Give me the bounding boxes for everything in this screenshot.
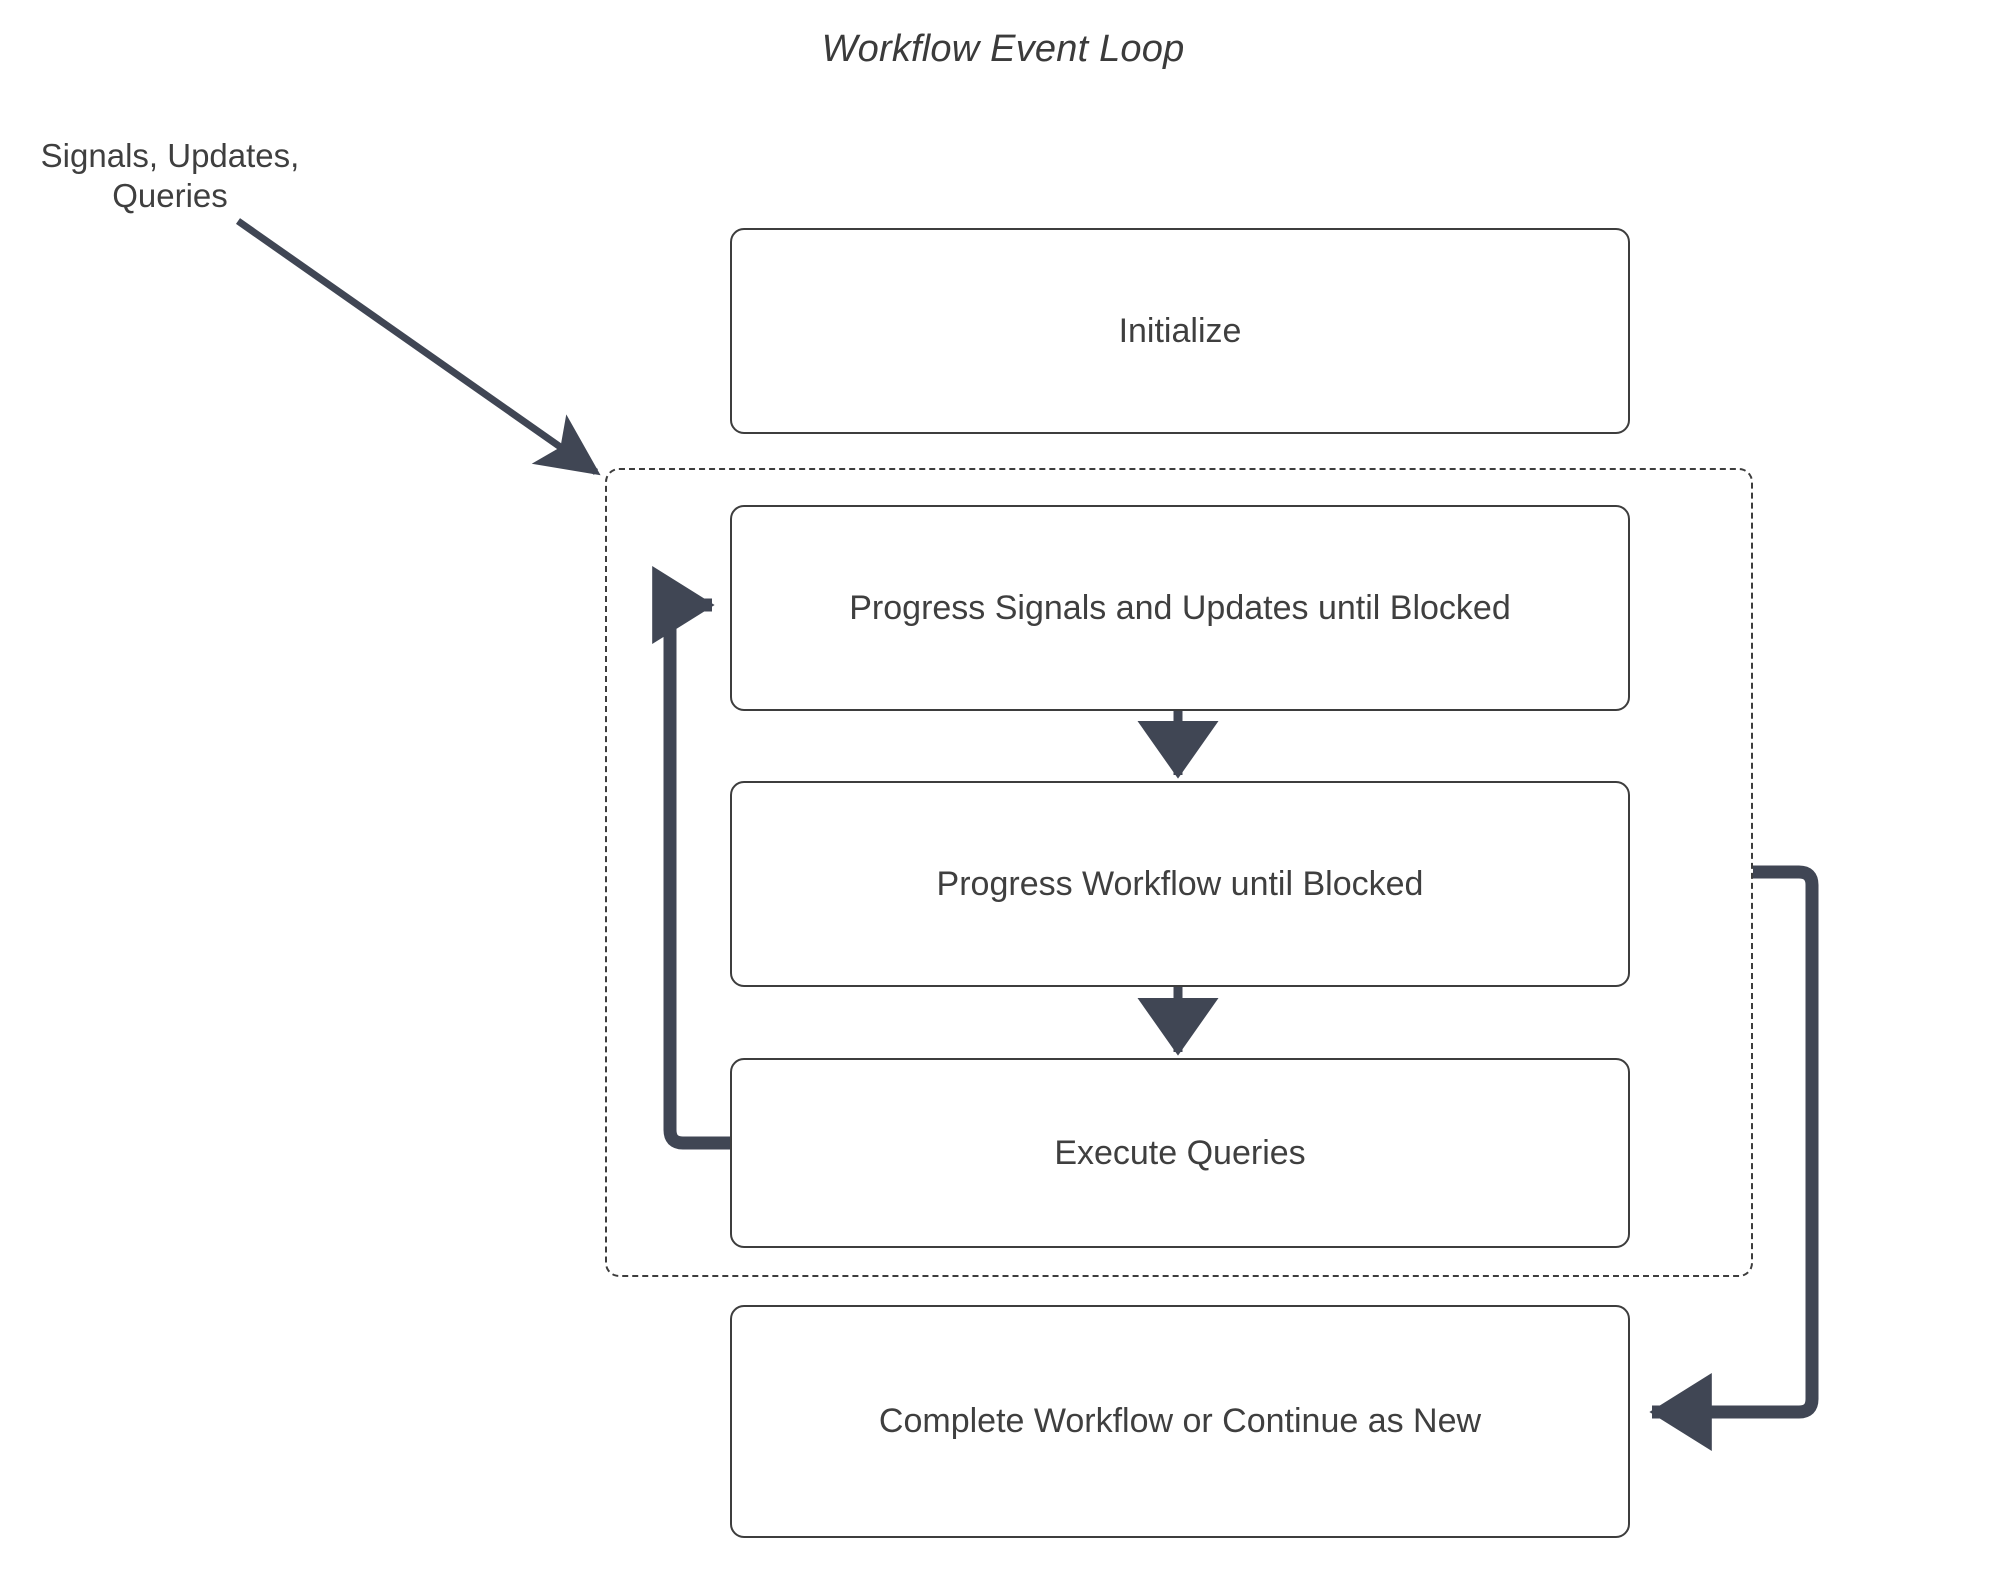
edge-exec-queries-to-progress-su xyxy=(652,566,730,1150)
node-initialize-label: Initialize xyxy=(1118,311,1242,350)
node-progress-workflow[interactable]: Progress Workflow until Blocked xyxy=(730,781,1630,987)
edge-signals-to-loop xyxy=(235,218,601,476)
edge-loop-to-complete xyxy=(1649,865,1819,1451)
node-complete-workflow[interactable]: Complete Workflow or Continue as New xyxy=(730,1305,1630,1538)
node-progress-signals-updates-label: Progress Signals and Updates until Block… xyxy=(849,588,1511,627)
node-execute-queries[interactable]: Execute Queries xyxy=(730,1058,1630,1248)
node-progress-signals-updates[interactable]: Progress Signals and Updates until Block… xyxy=(730,505,1630,711)
node-progress-workflow-label: Progress Workflow until Blocked xyxy=(936,864,1424,903)
external-input-label: Signals, Updates, Queries xyxy=(10,136,330,217)
event-loop-group xyxy=(605,468,1753,1277)
node-complete-workflow-label: Complete Workflow or Continue as New xyxy=(878,1402,1482,1441)
node-execute-queries-label: Execute Queries xyxy=(1054,1133,1306,1172)
page-title: Workflow Event Loop xyxy=(821,28,1185,70)
external-input-label-line2: Queries xyxy=(112,177,228,215)
node-initialize[interactable]: Initialize xyxy=(730,228,1630,434)
external-input-label-line1: Signals, Updates, xyxy=(40,137,300,174)
